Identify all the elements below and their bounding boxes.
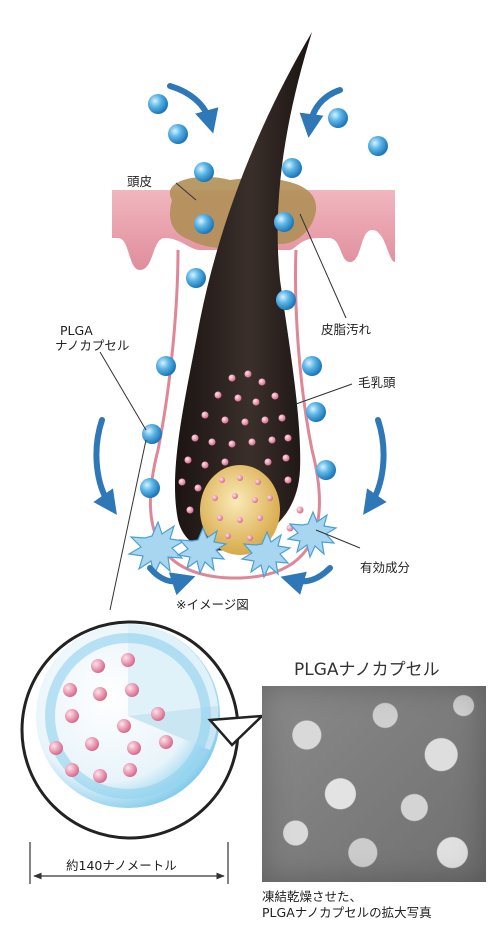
- photo-sem: [262, 686, 486, 882]
- photo-caption-line2: PLGAナノカプセルの拡大写真: [262, 905, 432, 920]
- label-papilla: 毛乳頭: [358, 375, 396, 390]
- label-plga-line1: PLGA: [60, 323, 93, 338]
- label-plga-line2: ナノカプセル: [55, 338, 129, 353]
- label-active-ingredient: 有効成分: [360, 560, 410, 575]
- label-scalp: 頭皮: [127, 174, 152, 189]
- photo-caption-line1: 凍結乾燥させた、: [262, 889, 362, 904]
- label-sebum: 皮脂汚れ: [321, 322, 371, 337]
- photo-title: PLGAナノカプセル: [294, 660, 440, 680]
- label-image-note: ※イメージ図: [176, 597, 249, 612]
- label-scale: 約140ナノメートル: [66, 858, 177, 873]
- capsule-zoom: [22, 622, 262, 838]
